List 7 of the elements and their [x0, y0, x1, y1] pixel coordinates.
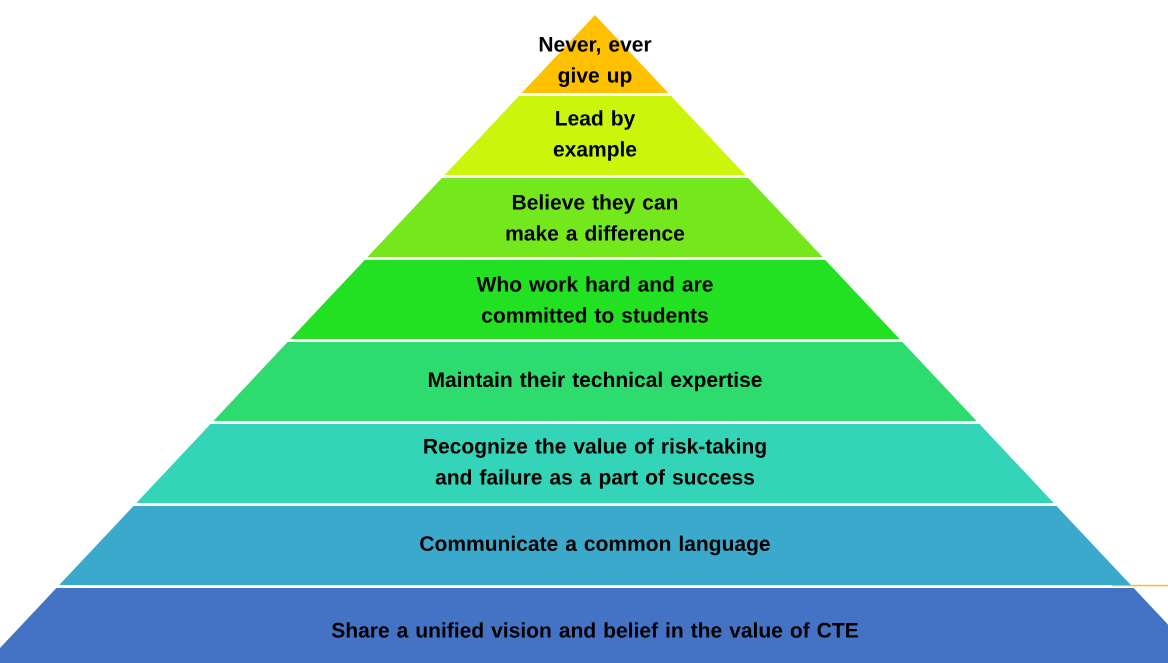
pyramid-layer: Lead by example	[444, 96, 746, 175]
pyramid-layer: Maintain their technical expertise	[213, 342, 977, 421]
pyramid-layer: Communicate a common language	[59, 506, 1131, 585]
pyramid-layer: Who work hard and are committed to students	[290, 260, 900, 339]
pyramid-layer: Recognize the value of risk-taking and failure as a part of success	[136, 424, 1054, 503]
pyramid-layer: Believe they can make a difference	[367, 178, 823, 257]
pyramid-layer: Share a unified vision and belief in the value of CTE	[0, 588, 1168, 663]
